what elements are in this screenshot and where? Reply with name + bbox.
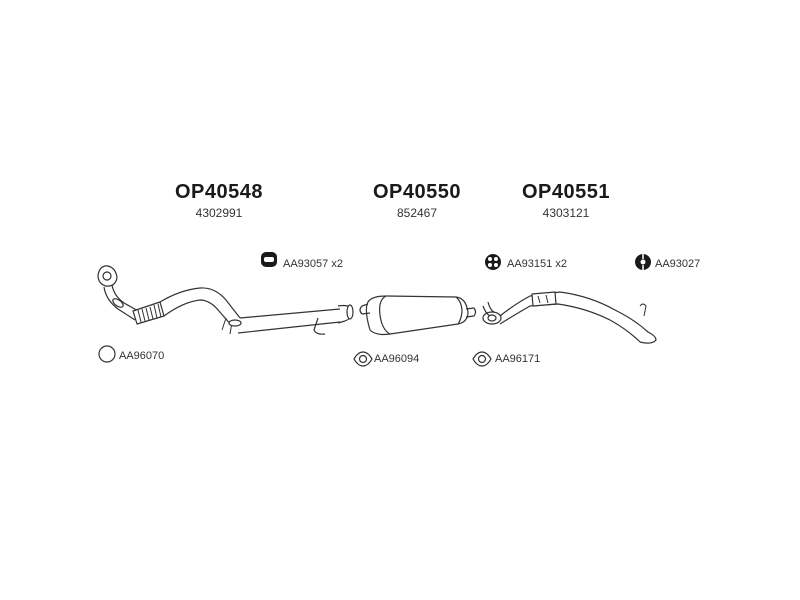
part-code-rear-pipe: OP40551 bbox=[521, 181, 611, 203]
sealing-ring-icon bbox=[98, 345, 116, 363]
flange-gasket-icon bbox=[472, 351, 492, 367]
oe-number-front-pipe: 4302991 bbox=[195, 206, 243, 220]
accessory-label-aa93151: AA93151 x2 bbox=[507, 258, 567, 270]
rubber-hanger-icon bbox=[261, 252, 277, 267]
front-pipe-drawing bbox=[97, 265, 354, 335]
middle-silencer-drawing bbox=[359, 295, 477, 336]
rubber-mount-icon bbox=[635, 254, 651, 270]
flange-gasket-icon bbox=[353, 351, 373, 367]
accessory-label-aa93027: AA93027 bbox=[655, 258, 701, 270]
accessory-label-aa96171: AA96171 bbox=[495, 353, 541, 365]
part-code-middle-silencer: OP40550 bbox=[372, 181, 462, 203]
oe-number-rear-pipe: 4303121 bbox=[542, 206, 590, 220]
rubber-mount-icon bbox=[485, 254, 501, 270]
rear-pipe-drawing bbox=[482, 291, 657, 344]
oe-number-middle-silencer: 852467 bbox=[396, 206, 438, 220]
accessory-label-aa96070: AA96070 bbox=[119, 350, 165, 362]
accessory-label-aa93057: AA93057 x2 bbox=[283, 258, 343, 270]
accessory-label-aa96094: AA96094 bbox=[374, 353, 420, 365]
part-code-front-pipe: OP40548 bbox=[174, 181, 264, 203]
